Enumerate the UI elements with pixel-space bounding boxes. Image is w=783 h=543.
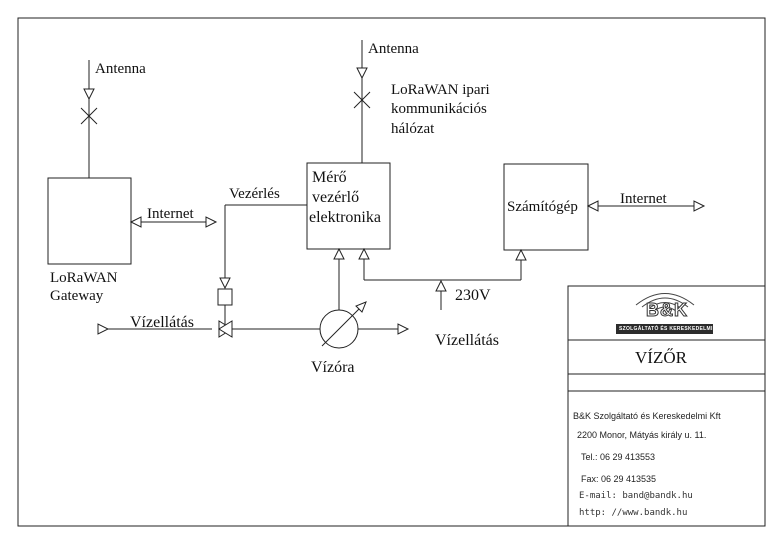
- control-arrow: [219, 277, 231, 290]
- computer-internet-arrow-right: [693, 200, 706, 212]
- company-phone: Tel.: 06 29 413553: [581, 452, 656, 462]
- controller-antenna-label: Antenna: [368, 41, 419, 57]
- company-email: E-mail: band@bandk.hu: [579, 491, 693, 501]
- meter-label: Vízóra: [311, 359, 355, 376]
- control-label: Vezérlés: [229, 186, 280, 202]
- valve-actuator: [217, 288, 233, 306]
- controller-antenna-cross-b: [353, 91, 371, 109]
- water-out-arrow: [397, 323, 410, 335]
- gateway-internet-arrow-left: [129, 216, 142, 228]
- network-label-line1: LoRaWAN ipari: [391, 82, 490, 98]
- gateway-internet-label: Internet: [147, 206, 194, 222]
- meter-diagonal: [321, 305, 363, 347]
- water-out-label: Vízellátás: [435, 332, 499, 349]
- logo-subtitle: SZOLGÁLTATÓ ÉS KERESKEDELMI KFT.: [619, 326, 727, 332]
- computer-internet-arrow-left: [586, 200, 599, 212]
- controller-name-line2: vezérlő: [312, 189, 360, 206]
- drawing-border: [17, 17, 766, 527]
- power-ctrl-arrow: [358, 247, 370, 260]
- gateway-antenna-arrow: [83, 88, 95, 101]
- company-logo: [616, 293, 713, 334]
- network-label-line2: kommunikációs: [391, 101, 487, 117]
- water-in-label: Vízellátás: [130, 314, 194, 331]
- controller-box: [306, 162, 391, 250]
- computer-internet-label: Internet: [620, 191, 667, 207]
- company-web: http: //www.bandk.hu: [579, 508, 688, 518]
- gateway-internet-arrow-right: [205, 216, 218, 228]
- company-fax: Fax: 06 29 413535: [581, 474, 657, 484]
- computer-box: [503, 163, 589, 251]
- gateway-antenna-cross-b: [80, 107, 98, 125]
- gateway-box: [47, 177, 132, 265]
- controller-name-line1: Mérő: [312, 169, 347, 186]
- gateway-name-line1: LoRaWAN: [50, 270, 118, 286]
- power-label: 230V: [455, 287, 491, 304]
- company-name: B&K Szolgáltató és Kereskedelmi Kft: [573, 411, 721, 421]
- logo-text: B&K: [646, 300, 688, 321]
- title-block-frame: [567, 285, 766, 527]
- power-feed-arrow: [435, 279, 447, 292]
- power-pc-arrow: [515, 248, 527, 261]
- gateway-name-line2: Gateway: [50, 288, 104, 304]
- gateway-antenna-label: Antenna: [95, 61, 146, 77]
- computer-name: Számítógép: [507, 199, 578, 215]
- company-address: 2200 Monor, Mátyás király u. 11.: [577, 430, 707, 440]
- controller-name-line3: elektronika: [309, 209, 381, 226]
- drawing-title: VÍZŐR: [635, 348, 687, 367]
- meter-diagonal-arrow: [355, 301, 367, 313]
- water-in-arrow: [97, 323, 110, 335]
- controller-antenna-arrow: [356, 67, 368, 80]
- network-label-line3: hálózat: [391, 121, 435, 137]
- meter-signal-arrow: [333, 247, 345, 260]
